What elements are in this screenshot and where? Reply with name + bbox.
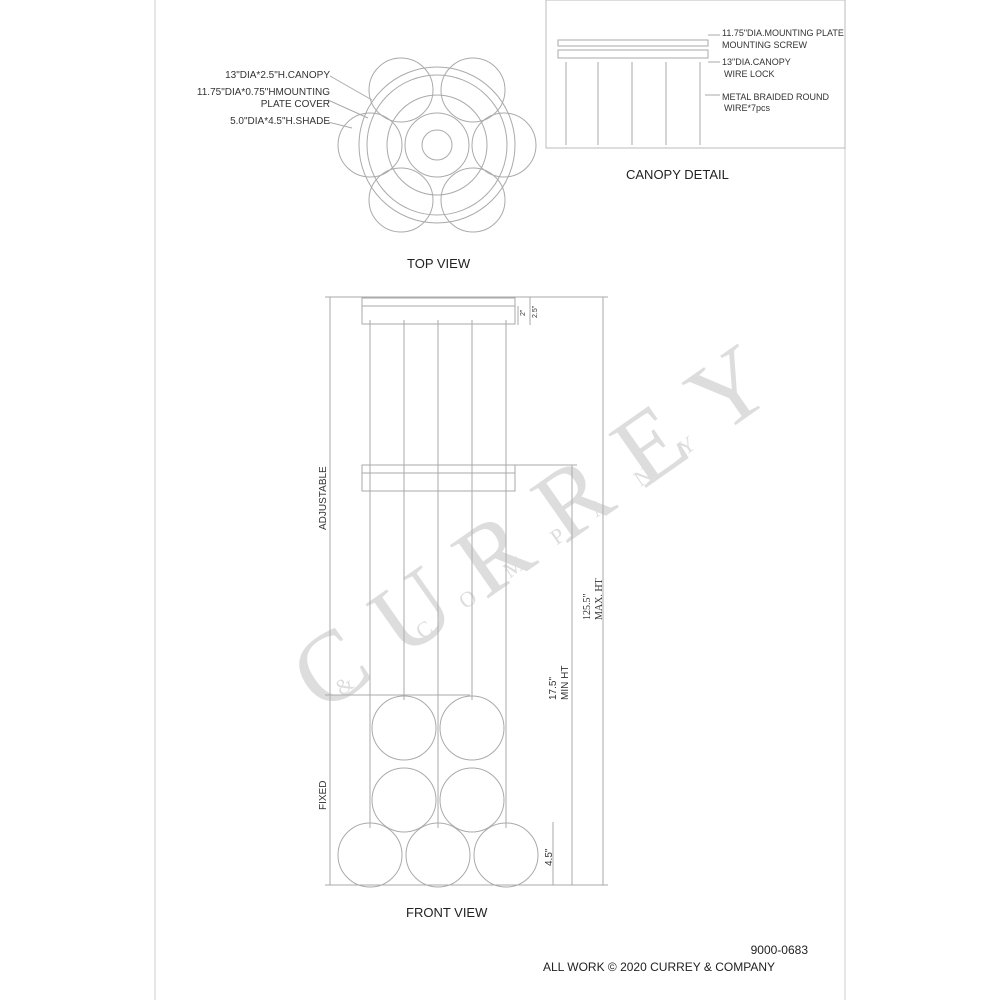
- label-wire-lock: WIRE LOCK: [724, 69, 775, 79]
- top-view-title: TOP VIEW: [407, 256, 471, 271]
- label-wire-count: WIRE*7pcs: [724, 103, 771, 113]
- dim-canopy-2: 2": [520, 309, 527, 316]
- front-view-drawing: [325, 296, 608, 888]
- copyright: ALL WORK © 2020 CURREY & COMPANY: [543, 960, 776, 974]
- top-view-drawing: [327, 57, 537, 233]
- dim-max-height: 125.5": [582, 593, 593, 620]
- label-plate-cover: PLATE COVER: [260, 99, 330, 110]
- label-shade: 5.0"DIA*4.5"H.SHADE: [230, 116, 330, 127]
- canopy-detail-drawing: [557, 34, 720, 145]
- label-fixed: FIXED: [318, 780, 329, 810]
- canopy-detail-frame: [545, 0, 846, 149]
- label-mounting-plate: 11.75"DIA.MOUNTING PLATE: [722, 28, 844, 38]
- label-mounting-plate-cover: 11.75"DIA*0.75"HMOUNTING: [196, 87, 330, 98]
- dim-shade-height: 4.5": [544, 848, 555, 866]
- dim-min-height: 17.5": [548, 676, 559, 700]
- dim-min-height-label: MIN HT: [560, 665, 571, 700]
- dim-max-height-label: MAX. HT: [594, 578, 605, 620]
- part-number: 9000-0683: [750, 943, 808, 957]
- front-view-title: FRONT VIEW: [406, 905, 488, 920]
- dim-canopy-2-5: 2.5": [532, 305, 539, 318]
- canopy-detail-title: CANOPY DETAIL: [626, 167, 729, 182]
- label-mounting-screw: MOUNTING SCREW: [722, 40, 807, 50]
- label-canopy: 13"DIA*2.5"H.CANOPY: [225, 70, 330, 81]
- label-canopy-dia: 13"DIA.CANOPY: [722, 57, 791, 67]
- label-braided-wire: METAL BRAIDED ROUND: [722, 92, 830, 102]
- label-adjustable: ADJUSTABLE: [318, 466, 329, 530]
